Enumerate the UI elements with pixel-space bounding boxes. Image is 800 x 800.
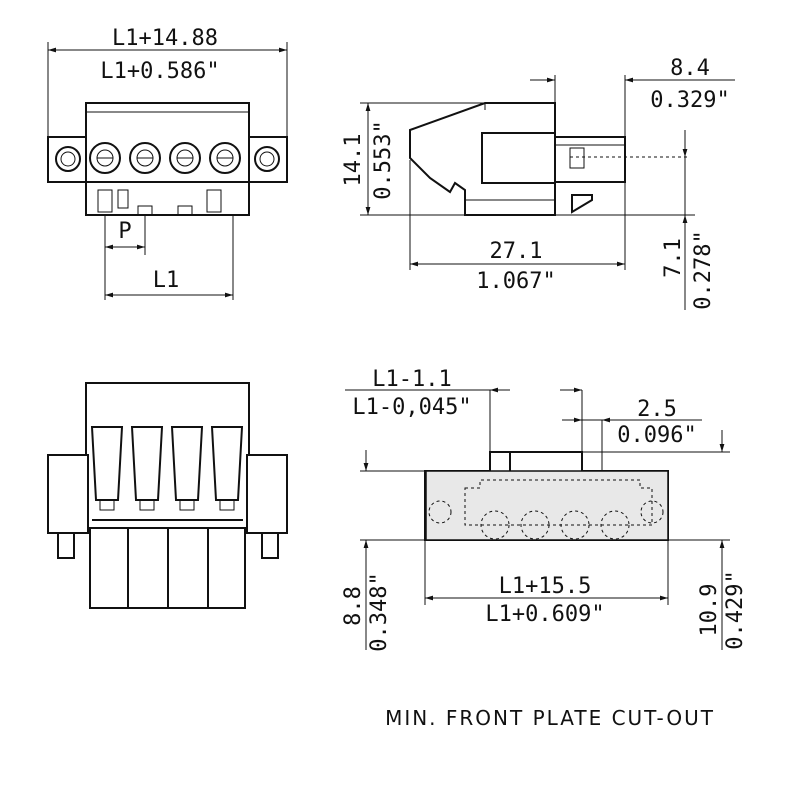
- top-left-flange: [47, 454, 89, 534]
- step-in: 0.096": [617, 423, 696, 448]
- clamp-levers: [90, 426, 244, 511]
- length-label: L1: [153, 268, 180, 293]
- right-screw-icon: [254, 146, 280, 172]
- left-pin: [57, 532, 75, 559]
- length-mm: 27.1: [490, 239, 543, 264]
- cutout-height-in: 0.348": [367, 572, 392, 651]
- cutout-height-mm: 8.8: [341, 586, 366, 626]
- side-view: 8.4 0.329" 14.1 0.553" 27.1 1.067" 7.1 0…: [341, 56, 735, 310]
- right-flange: [246, 136, 288, 183]
- terminal-screws: [89, 142, 241, 174]
- right-pin: [261, 532, 279, 559]
- cutout-view: L1-1.1 L1-0,045" 2.5 0.096" 8.8 0.348" L…: [341, 367, 748, 652]
- height-mm: 14.1: [341, 134, 366, 187]
- latch: [571, 194, 593, 214]
- terminal-screw-icon: [129, 142, 161, 174]
- top-view: [47, 382, 288, 609]
- pin-block: [554, 136, 626, 183]
- cutout-area: [425, 470, 669, 541]
- front-housing: [85, 102, 250, 216]
- cutout-width-mm: L1+15.5: [499, 574, 592, 599]
- terminal-screw-icon: [89, 142, 121, 174]
- offset-in: 0.278": [691, 230, 716, 309]
- top-right-flange: [246, 454, 288, 534]
- total-height-mm: 10.9: [697, 584, 722, 637]
- terminal-screw-icon: [209, 142, 241, 174]
- front-width-mm: L1+14.88: [112, 26, 218, 51]
- left-screw-icon: [55, 146, 81, 172]
- front-width-in: L1+0.586": [100, 59, 219, 84]
- depth-mm: 8.4: [670, 56, 710, 81]
- length-in: 1.067": [476, 269, 555, 294]
- step-mm: 2.5: [637, 397, 677, 422]
- notch-in: L1-0,045": [352, 395, 471, 420]
- notch-mm: L1-1.1: [372, 367, 451, 392]
- depth-in: 0.329": [650, 88, 729, 113]
- height-in: 0.553": [371, 120, 396, 199]
- total-height-in: 0.429": [723, 570, 748, 649]
- cutout-width-in: L1+0.609": [485, 602, 604, 627]
- front-view: L1+14.88 L1+0.586" P L1: [47, 26, 288, 300]
- offset-mm: 7.1: [661, 238, 686, 278]
- terminal-screw-icon: [169, 142, 201, 174]
- pitch-label: P: [118, 219, 131, 244]
- caption: MIN. FRONT PLATE CUT-OUT: [385, 706, 715, 730]
- left-flange: [47, 136, 89, 183]
